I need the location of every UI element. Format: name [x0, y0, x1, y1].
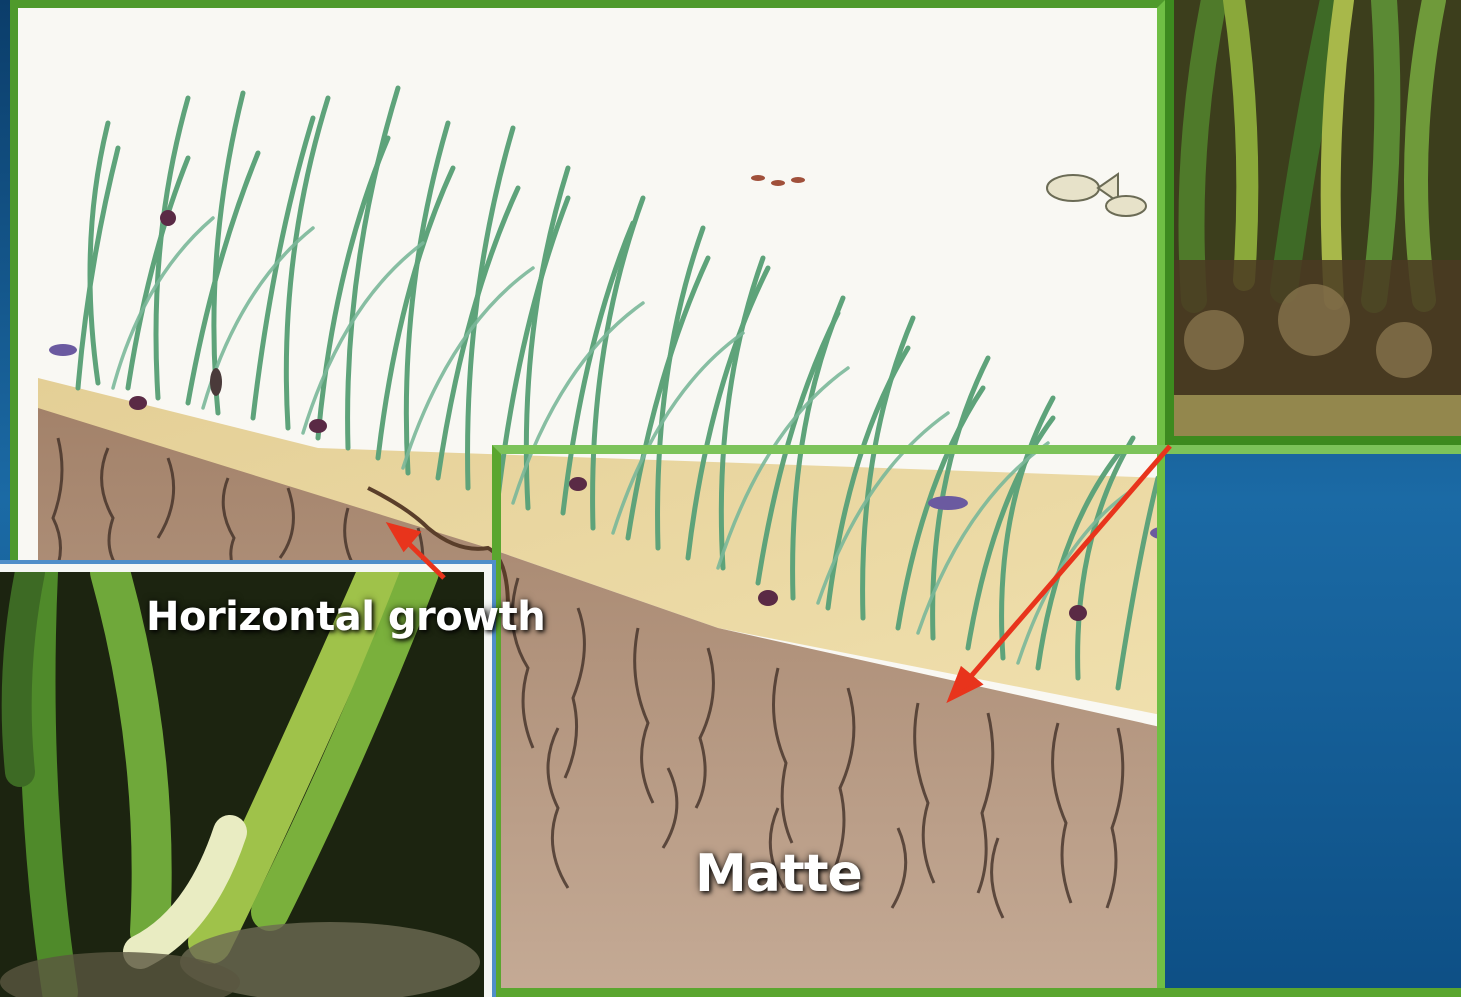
horizontal-growth-label: Horizontal growth: [146, 594, 545, 640]
matte-block-frame: [492, 445, 1461, 997]
matte-label: Matte: [695, 844, 862, 904]
photo-seagrass-shoots: [1165, 0, 1461, 445]
